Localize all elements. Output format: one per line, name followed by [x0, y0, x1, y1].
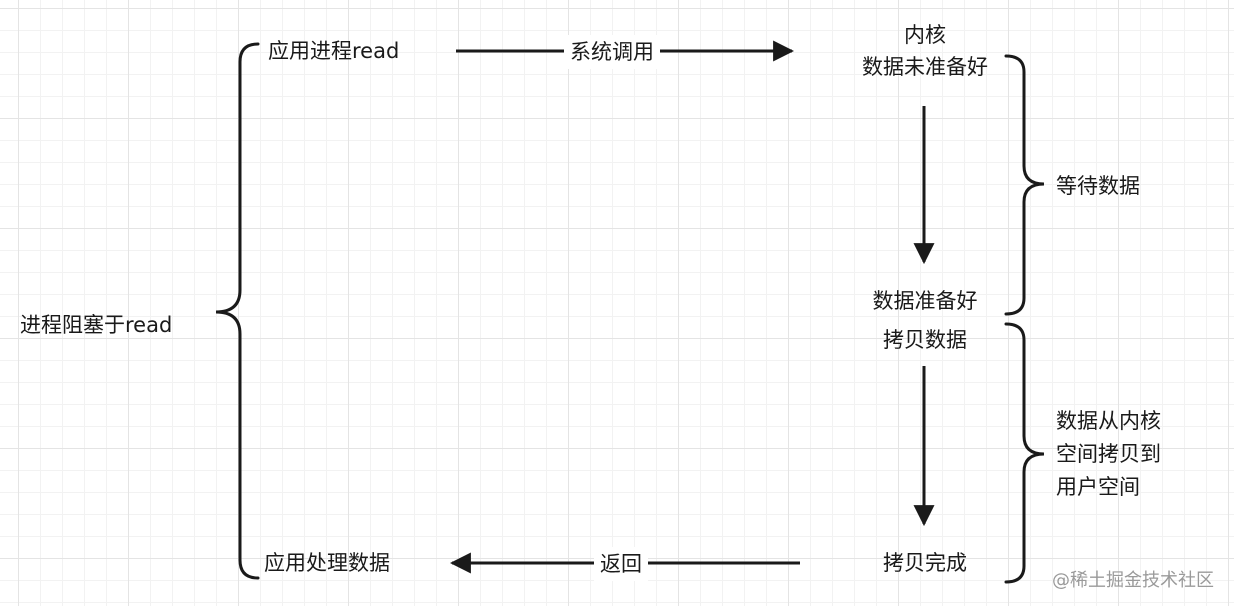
- wait-brace: [1004, 54, 1045, 316]
- node-data-not-ready: 数据未准备好: [862, 55, 988, 79]
- copy-desc-line-2: 空间拷贝到: [1056, 442, 1161, 466]
- copy-desc-line-1: 数据从内核: [1056, 409, 1161, 433]
- node-data-ready: 数据准备好: [872, 289, 978, 313]
- node-copy-done: 拷贝完成: [883, 551, 967, 575]
- edge-label-syscall: 系统调用: [564, 35, 660, 69]
- node-app-read: 应用进程read: [268, 39, 400, 63]
- copy-brace: [1004, 322, 1045, 584]
- copy-desc-line-3: 用户空间: [1056, 475, 1140, 499]
- watermark: @稀土掘金技术社区: [1052, 570, 1214, 591]
- blocked-brace: [215, 42, 260, 580]
- node-copy-data: 拷贝数据: [883, 328, 967, 352]
- node-wait-data: 等待数据: [1056, 174, 1140, 198]
- node-kernel: 内核: [904, 23, 946, 47]
- edge-label-return: 返回: [594, 547, 648, 581]
- node-app-process: 应用处理数据: [264, 551, 390, 575]
- node-process-blocked: 进程阻塞于read: [20, 313, 173, 337]
